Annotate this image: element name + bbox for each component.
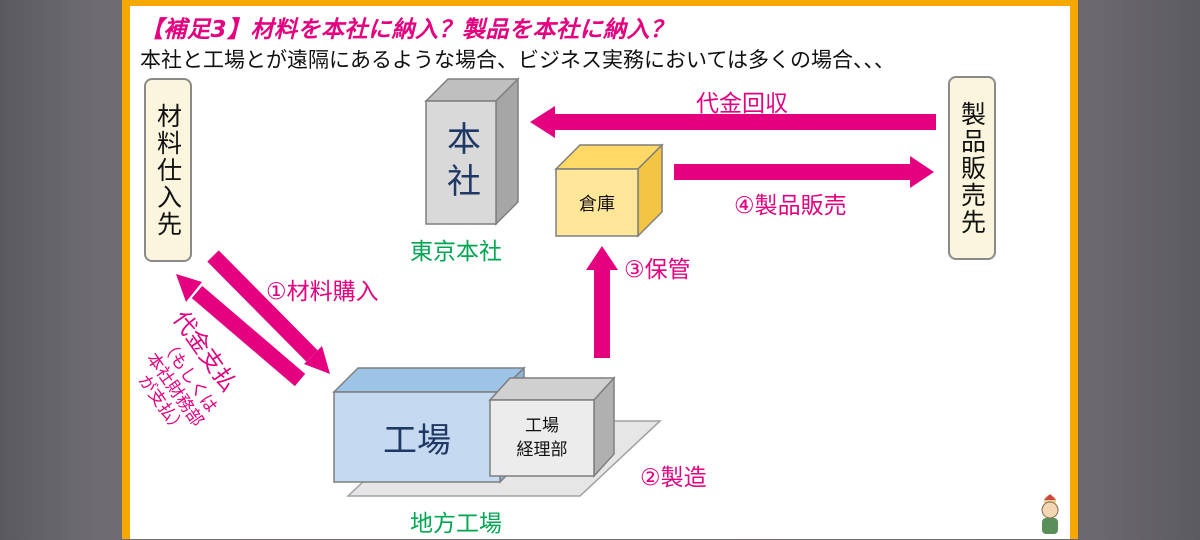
payment-collection-label: 代金回収 — [696, 91, 788, 117]
warehouse-box — [554, 143, 664, 238]
factory-caption: 地方工場 — [410, 511, 502, 537]
arrow-material-purchase — [207, 250, 318, 362]
customer-box: 製品販売先 — [948, 76, 996, 260]
diagram-graphics: 代金支払 （もしくは 本社財務部 が支払） — [134, 77, 936, 497]
accounting-building — [488, 376, 616, 478]
supplier-label: 材料仕入先 — [153, 102, 183, 238]
accounting-label: 工場 経理部 — [490, 400, 594, 476]
warehouse-label: 倉庫 — [579, 193, 615, 215]
presenter-avatar-icon — [1032, 492, 1068, 536]
manufacturing-label: ②製造 — [640, 465, 707, 491]
slide-subtitle: 本社と工場とが遠隔にあるような場合、ビジネス実務においては多くの場合、、、 — [140, 48, 895, 72]
accounting-label-line1: 工場 — [525, 416, 559, 436]
slide-title: 【補足3】材料を本社に納入？製品を本社に納入？ — [140, 17, 674, 43]
product-sale-label: ④製品販売 — [734, 193, 847, 219]
material-purchase-label: ①材料購入 — [266, 279, 379, 305]
slide-frame: 【補足3】材料を本社に納入？製品を本社に納入？ 本社と工場とが遠隔にあるような場… — [122, 0, 1078, 539]
honsha-box-label: 本社 — [440, 120, 481, 205]
factory-label: 工場 — [383, 420, 451, 461]
slide-canvas: 【補足3】材料を本社に納入？製品を本社に納入？ 本社と工場とが遠隔にあるような場… — [130, 6, 1070, 539]
honsha-box-label-wrap: 本社 — [426, 101, 496, 224]
accounting-label-line2: 経理部 — [516, 440, 568, 460]
supplier-box: 材料仕入先 — [144, 78, 192, 262]
storage-label: ③保管 — [624, 257, 691, 283]
customer-label: 製品販売先 — [957, 100, 987, 236]
arrow-payment — [191, 285, 306, 387]
honsha-caption: 東京本社 — [410, 239, 502, 265]
honsha-building — [424, 77, 520, 226]
